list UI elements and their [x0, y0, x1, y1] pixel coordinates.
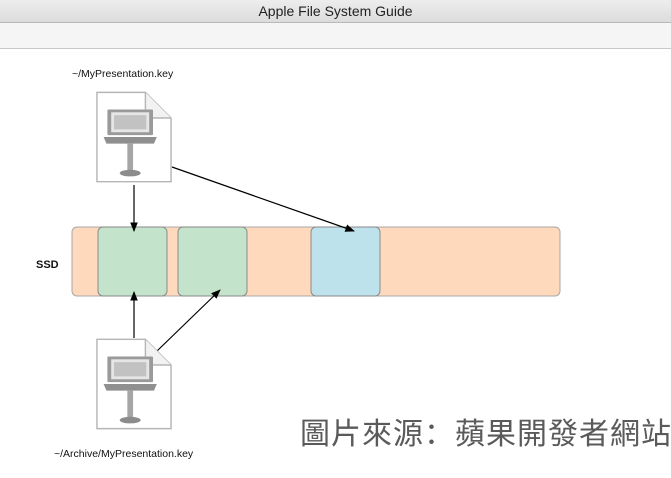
shared-block-1 [97, 226, 168, 297]
top-keynote-document-icon [96, 91, 172, 183]
modified-block [310, 226, 381, 297]
arrow-top-to-modified-block [171, 166, 355, 232]
image-source-caption: 圖片來源：蘋果開發者網站 [300, 417, 671, 452]
top-file-label: ~/MyPresentation.key [72, 68, 174, 80]
ssd-label: SSD [36, 259, 59, 271]
bottom-keynote-document-icon [96, 338, 172, 430]
toolbar [0, 23, 671, 49]
window-titlebar: Apple File System Guide [0, 0, 671, 23]
shared-block-2 [177, 226, 248, 297]
window-title: Apple File System Guide [258, 3, 413, 19]
bottom-file-label: ~/Archive/MyPresentation.key [54, 448, 194, 460]
arrow-bottom-to-block2 [156, 289, 221, 352]
